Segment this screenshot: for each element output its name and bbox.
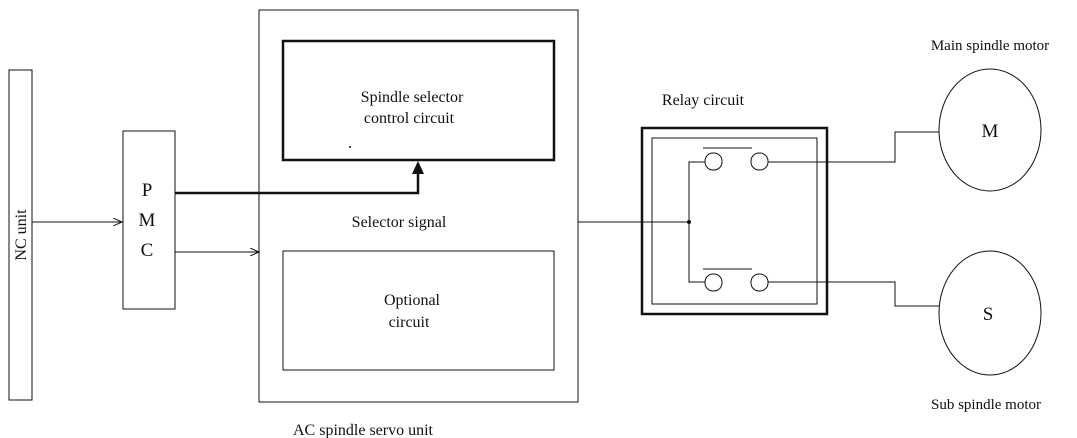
pmc-letter-m: M [139, 210, 156, 231]
sub-motor-letter: S [983, 304, 994, 325]
relay-circuit-label: Relay circuit [662, 92, 745, 109]
optional-circuit-label-line2: circuit [389, 314, 430, 331]
servo-unit-label: AC spindle servo unit [293, 422, 434, 438]
selector-signal-bold-line [175, 170, 420, 195]
nc-unit-block: NC unit [8, 69, 33, 401]
lower-contact-right [750, 273, 769, 292]
selector-signal-label: Selector signal [352, 214, 447, 231]
upper-contact-left [704, 152, 723, 171]
relay-to-sub-motor-line [827, 281, 939, 307]
main-spindle-motor: Main spindle motor M [931, 38, 1049, 192]
lower-contact-left [704, 273, 723, 292]
selector-control-block: Spindle selector control circuit [281, 39, 556, 162]
upper-contact-right [750, 152, 769, 171]
selector-control-arrowhead [412, 161, 424, 174]
sub-spindle-motor: S Sub spindle motor [931, 250, 1042, 413]
selector-control-label-line1: Spindle selector [361, 89, 464, 106]
sub-motor-label: Sub spindle motor [931, 397, 1041, 413]
pmc-block: P M C [122, 130, 176, 310]
optional-circuit-label-line1: Optional [384, 292, 441, 309]
pmc-letter-c: C [141, 240, 154, 261]
selector-control-label-line2: control circuit [364, 110, 455, 127]
stray-dot [349, 146, 351, 148]
relay-branch-line [688, 161, 705, 283]
relay-circuit-block: Relay circuit [640, 92, 829, 316]
optional-circuit-block: Optional circuit [282, 250, 555, 371]
pmc-letter-p: P [142, 180, 153, 201]
servo-unit-block: AC spindle servo unit [258, 9, 579, 438]
nc-unit-label: NC unit [13, 209, 30, 261]
main-motor-label: Main spindle motor [931, 38, 1049, 54]
main-motor-letter: M [982, 121, 999, 142]
relay-to-main-motor-line [827, 131, 939, 163]
